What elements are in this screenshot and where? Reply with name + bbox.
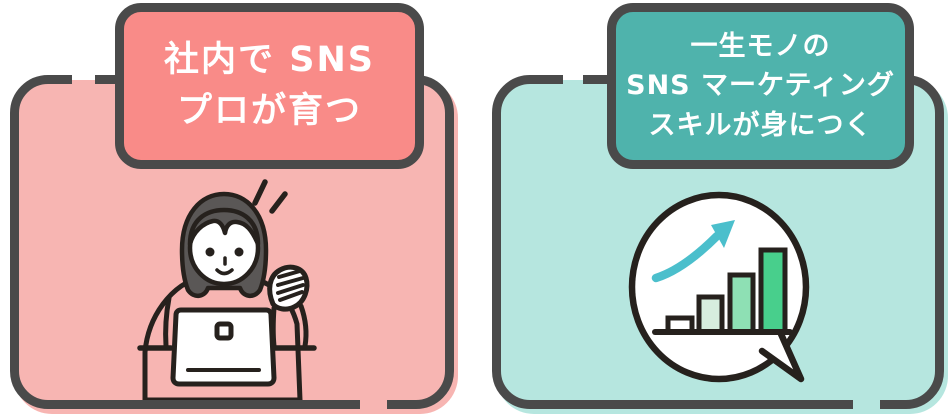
- woman-at-laptop-illustration: [137, 179, 317, 400]
- left-card-border-gap-bottom: [360, 399, 387, 410]
- chart-bar-3: [727, 272, 756, 335]
- right-title-line-3: スキルが身につく: [648, 109, 873, 141]
- laptop: [170, 307, 277, 387]
- right-title-line-1: 一生モノの: [690, 31, 831, 63]
- left-title-line-1: 社内で SNS: [164, 40, 375, 81]
- right-arm-outer-line: [298, 303, 309, 349]
- right-title-line-2: SNS マーケティング: [626, 70, 895, 102]
- mouth: [215, 268, 234, 276]
- left-eye: [205, 247, 215, 257]
- speech-bubble-tail: [758, 330, 805, 383]
- laptop-logo: [214, 321, 234, 341]
- left-card-border-gap-top: [72, 74, 95, 85]
- bangs: [187, 207, 261, 247]
- right-card-border-gap-bottom: [853, 399, 880, 410]
- chart-bar-2: [696, 294, 725, 335]
- rising-arrow-head: [711, 220, 735, 248]
- left-arm-line: [163, 295, 172, 349]
- right-eye: [234, 247, 244, 257]
- right-card-title: 一生モノの SNS マーケティング スキルが身につく: [607, 3, 914, 169]
- growth-chart-speech-bubble-illustration: [628, 191, 810, 383]
- left-card-title: 社内で SNS プロが育つ: [115, 3, 424, 169]
- right-card-border-gap-top: [563, 74, 583, 85]
- fist-finger-lines: [276, 269, 305, 302]
- rising-arrow: [651, 231, 722, 283]
- chart-bar-4: [758, 247, 788, 335]
- left-title-line-2: プロが育つ: [176, 91, 362, 131]
- motion-lines: [252, 179, 288, 214]
